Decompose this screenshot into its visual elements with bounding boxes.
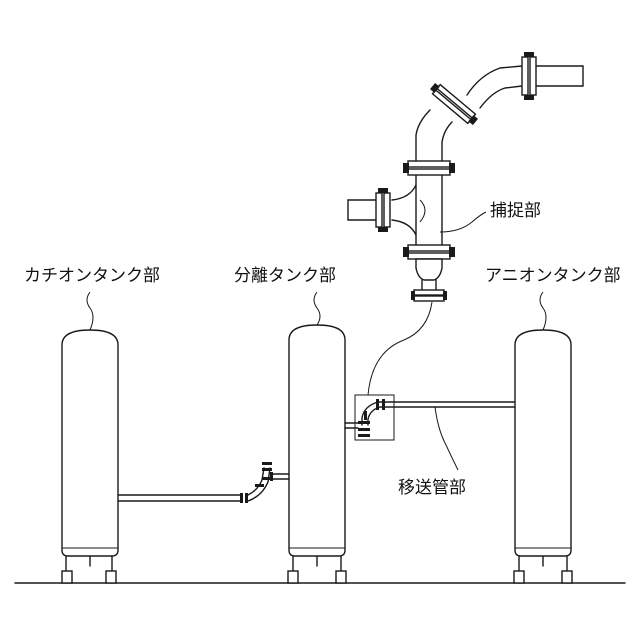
- leader-transfer-pipe: [435, 407, 458, 470]
- leader-cation: [87, 292, 93, 330]
- anion-tank: [514, 330, 572, 583]
- leader-capture: [440, 212, 486, 232]
- lower-transfer-pipe: [118, 462, 289, 503]
- label-separation-tank: 分離タンク部: [234, 268, 336, 285]
- transfer-pipe: [345, 395, 515, 440]
- capture-unit: [348, 52, 583, 301]
- leader-separation: [314, 292, 320, 325]
- separation-tank: [288, 325, 346, 583]
- label-anion-tank: アニオンタンク部: [485, 268, 621, 285]
- leader-anion: [540, 292, 546, 330]
- label-capture: 捕捉部: [490, 203, 541, 220]
- label-cation-tank: カチオンタンク部: [24, 268, 160, 285]
- leader-transfer-box: [368, 302, 432, 395]
- label-transfer-pipe: 移送管部: [398, 480, 466, 497]
- cation-tank: [62, 330, 118, 583]
